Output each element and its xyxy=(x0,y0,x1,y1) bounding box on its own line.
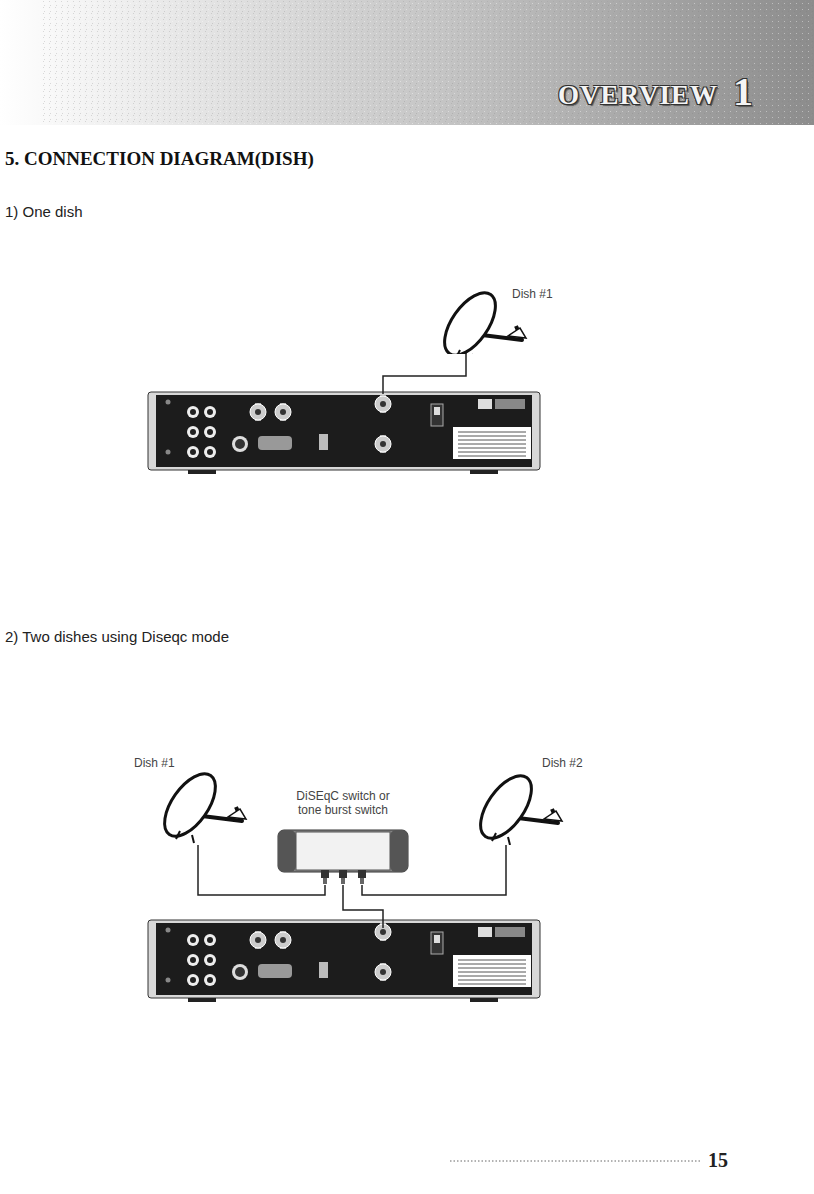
dish-antenna xyxy=(471,767,562,845)
switch-label: DiSEqC switch or tone burst switch xyxy=(284,790,402,818)
dish-label: Dish #1 xyxy=(512,288,553,302)
switch-box xyxy=(278,830,408,884)
receiver-rear-panel xyxy=(148,920,540,1002)
cable xyxy=(383,352,466,394)
chapter-number: 1 xyxy=(733,68,753,115)
section-heading: 2) Two dishes using Diseqc mode xyxy=(5,628,229,645)
switch-node: DiSEqC switch or tone burst switch xyxy=(270,790,416,885)
chapter-heading: OVERVIEW xyxy=(558,80,718,111)
dish-node: Dish #2 xyxy=(470,755,600,845)
dish-node: Dish #1 xyxy=(120,755,250,845)
dotted-rule xyxy=(450,1161,700,1162)
header-texture xyxy=(40,0,814,125)
dish-antenna xyxy=(155,765,246,845)
dish-label: Dish #1 xyxy=(134,757,175,771)
dish-label: Dish #2 xyxy=(542,757,583,771)
dish-node: Dish #1 xyxy=(438,282,568,354)
header-band xyxy=(0,0,814,125)
page-number: 15 xyxy=(708,1149,728,1172)
page-title: 5. CONNECTION DIAGRAM(DISH) xyxy=(5,148,314,170)
section-heading: 1) One dish xyxy=(5,203,83,220)
receiver-rear-panel xyxy=(148,392,540,474)
cable xyxy=(343,885,383,928)
